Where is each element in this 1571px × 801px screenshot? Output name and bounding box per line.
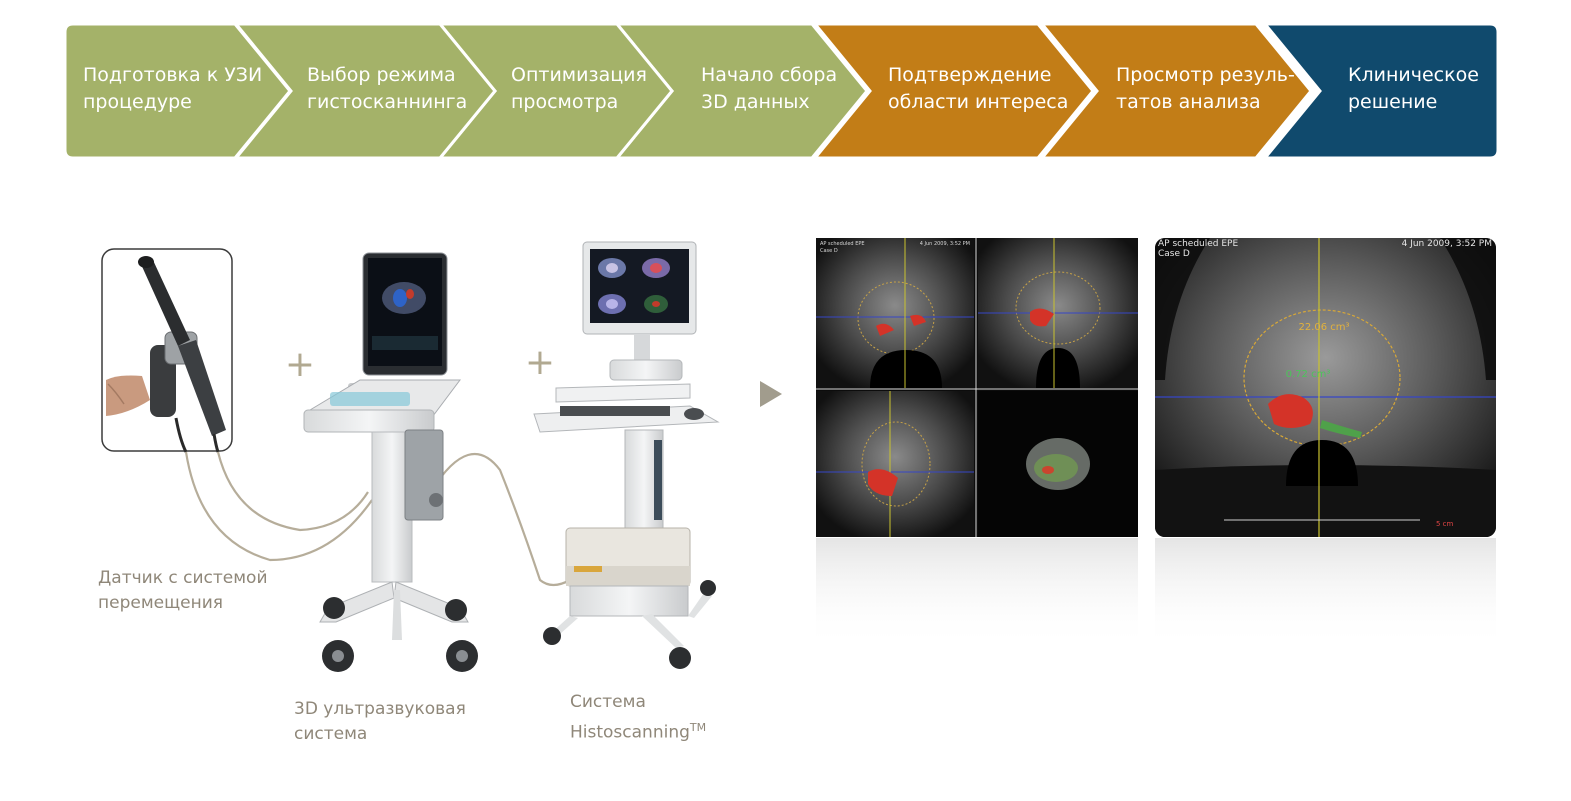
quad-scan-panel: AP scheduled EPE Case D 4 Jun 2009, 3:52… xyxy=(816,238,1138,648)
big-header-case: Case D xyxy=(1158,249,1190,259)
workflow-step-7-shape xyxy=(1261,22,1500,160)
quad-header-case: Case D xyxy=(820,248,838,254)
caption-probe-line2: перемещения xyxy=(98,593,223,613)
quad-3d-view xyxy=(978,391,1138,537)
plus-sign-2: + xyxy=(525,342,555,383)
quad-header-title: AP scheduled EPE xyxy=(820,241,865,247)
workflow-step-2-label: Выбор режима гистосканнинга xyxy=(307,62,467,120)
workflow-step-1-label: Подготовка к УЗИ процедуре xyxy=(83,62,262,120)
workflow-step-line2: решение xyxy=(1348,91,1438,113)
probe-photo xyxy=(101,248,233,453)
scale-label: 5 cm xyxy=(1436,520,1454,528)
caption-histo-line1: Система xyxy=(570,692,646,712)
workflow-step-1-shape xyxy=(63,22,292,160)
caption-histoscanning: Система HistoscanningTM xyxy=(570,690,706,746)
caption-histo-line2: HistoscanningTM xyxy=(570,715,706,746)
caption-ultrasound-line2: система xyxy=(294,724,368,744)
workflow-step-line2: 3D данных xyxy=(701,91,810,113)
workflow-step-line2: области интереса xyxy=(888,91,1069,113)
workflow-step-7-label: Клиническое решение xyxy=(1348,62,1479,120)
big-header-title: AP scheduled EPE xyxy=(1158,239,1238,249)
big-scan-panel: AP scheduled EPE Case D 4 Jun 2009, 3:52… xyxy=(1155,238,1496,648)
workflow-step-line1: Просмотр резуль- xyxy=(1116,64,1295,86)
workflow-step-line1: Оптимизация xyxy=(511,64,647,86)
quad-header-date: 4 Jun 2009, 3:52 PM xyxy=(920,241,970,247)
workflow-step-line1: Клиническое xyxy=(1348,64,1479,86)
workflow-step-6-shape xyxy=(1038,22,1313,160)
arrow-right-icon xyxy=(760,381,782,407)
big-header-date: 4 Jun 2009, 3:52 PM xyxy=(1402,239,1492,249)
workflow-step-line1: Подготовка к УЗИ xyxy=(83,64,263,86)
workflow-step-line2: просмотра xyxy=(511,91,619,113)
workflow-step-line1: Подтверждение xyxy=(888,64,1052,86)
workflow-step-6-label: Просмотр резуль-татов анализа xyxy=(1116,62,1295,120)
workflow-step-line2: гистосканнинга xyxy=(307,91,468,113)
workflow-step-line2: татов анализа xyxy=(1116,91,1261,113)
trademark-mark: TM xyxy=(689,721,707,734)
workflow-step-line2: процедуре xyxy=(83,91,192,113)
workflow-step-line1: Выбор режима xyxy=(307,64,456,86)
workflow-step-3-label: Оптимизация просмотра xyxy=(511,62,647,120)
workflow-steps xyxy=(63,22,1500,160)
volume-lesion-label: 0.72 cm³ xyxy=(1286,369,1331,380)
cables xyxy=(184,451,571,587)
plus-sign-1: + xyxy=(285,344,315,385)
caption-probe: Датчик с системой перемещения xyxy=(98,566,268,616)
caption-ultrasound: 3D ультразвуковая система xyxy=(294,697,466,747)
workflow-step-line1: Начало сбора xyxy=(701,64,838,86)
workflow-step-5-label: Подтверждение области интереса xyxy=(888,62,1068,120)
workflow-step-4-label: Начало сбора 3D данных xyxy=(701,62,837,120)
histoscanning-cart-photo xyxy=(533,241,720,669)
workflow-step-5-shape xyxy=(811,22,1095,160)
ultrasound-cart-photo xyxy=(303,252,478,672)
caption-ultrasound-line1: 3D ультразвуковая xyxy=(294,699,466,719)
caption-histo-name: Histoscanning xyxy=(570,722,690,743)
caption-probe-line1: Датчик с системой xyxy=(98,568,268,588)
volume-main-label: 22.06 cm³ xyxy=(1298,322,1349,333)
